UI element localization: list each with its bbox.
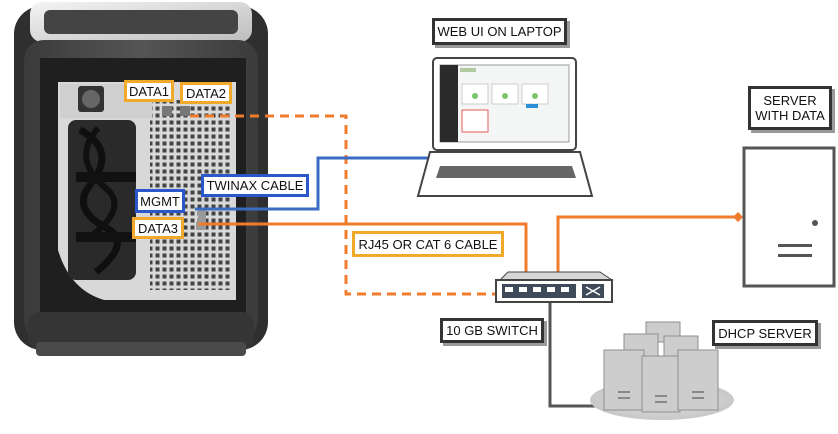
dhcp-server-label: DHCP SERVER [712,320,818,346]
server-with-data-label: SERVER WITH DATA [748,86,832,130]
laptop-icon [416,57,594,197]
server-tower-icon [742,146,836,288]
data1-label: DATA1 [124,80,174,102]
server-cable [556,215,738,276]
twinax-cable [195,156,433,211]
rj45-dashed-cable [190,114,510,296]
data3-label: DATA3 [132,217,184,239]
data3-cable [198,222,528,276]
rj45-cable-label: RJ45 OR CAT 6 CABLE [352,231,504,257]
twinax-cable-label: TWINAX CABLE [201,174,309,197]
mgmt-label: MGMT [135,189,185,213]
switch-label: 10 GB SWITCH [440,318,544,343]
network-switch-icon [495,271,614,303]
diamond-marker [733,212,743,222]
data2-label: DATA2 [180,82,232,104]
web-ui-label: WEB UI ON LAPTOP [432,18,567,45]
dhcp-server-cluster-icon [590,321,734,420]
dhcp-cable [548,300,612,408]
